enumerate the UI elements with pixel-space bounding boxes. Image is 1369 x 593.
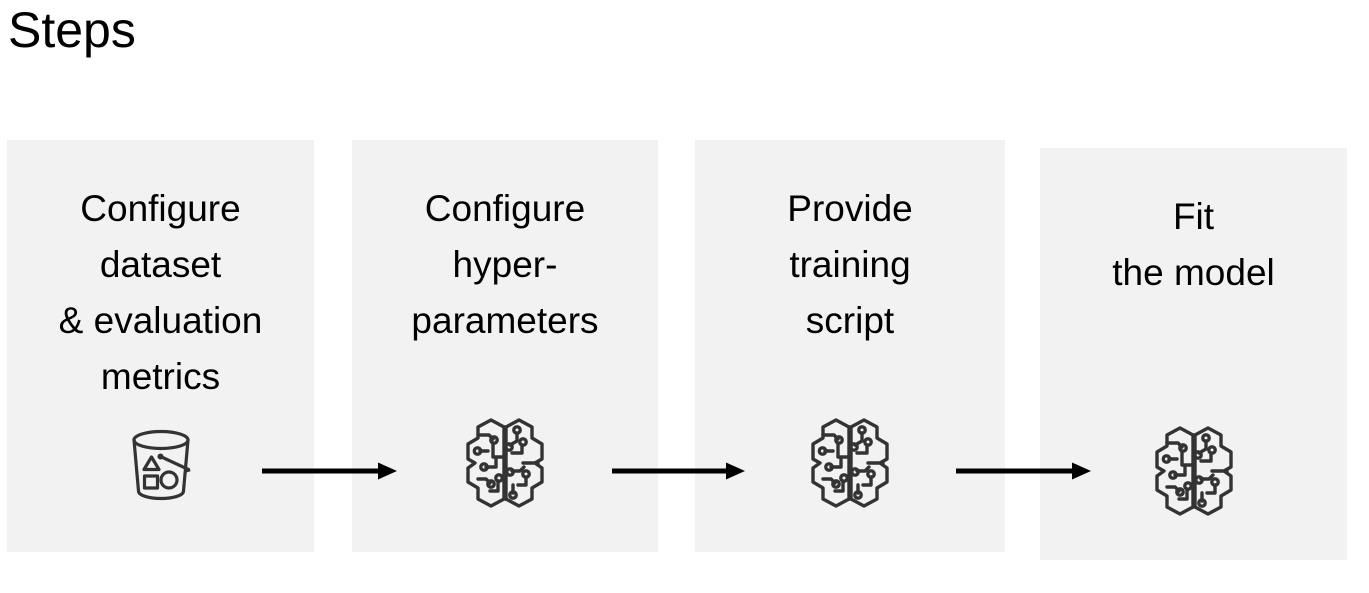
step-card-1[interactable]: Configure dataset & evaluation metrics bbox=[7, 140, 314, 552]
arrow-step-1-to-2 bbox=[262, 459, 397, 483]
step-card-4-label: Fit the model bbox=[1112, 196, 1275, 293]
step-card-2[interactable]: Configure hyper- parameters bbox=[352, 140, 658, 552]
dataset-bucket-icon bbox=[7, 415, 314, 511]
page-title: Steps bbox=[8, 2, 136, 58]
ai-brain-circuit-icon bbox=[352, 415, 658, 511]
step-card-1-label: Configure dataset & evaluation metrics bbox=[58, 188, 263, 397]
step-card-4[interactable]: Fit the model bbox=[1040, 148, 1347, 560]
step-card-2-label: Configure hyper- parameters bbox=[411, 188, 599, 341]
arrow-step-2-to-3 bbox=[612, 459, 745, 483]
ai-brain-circuit-icon bbox=[695, 415, 1005, 511]
step-card-3-label: Provide training script bbox=[787, 188, 913, 341]
step-card-3[interactable]: Provide training script bbox=[695, 140, 1005, 552]
ai-brain-circuit-icon bbox=[1040, 423, 1347, 519]
arrow-step-3-to-4 bbox=[956, 459, 1091, 483]
